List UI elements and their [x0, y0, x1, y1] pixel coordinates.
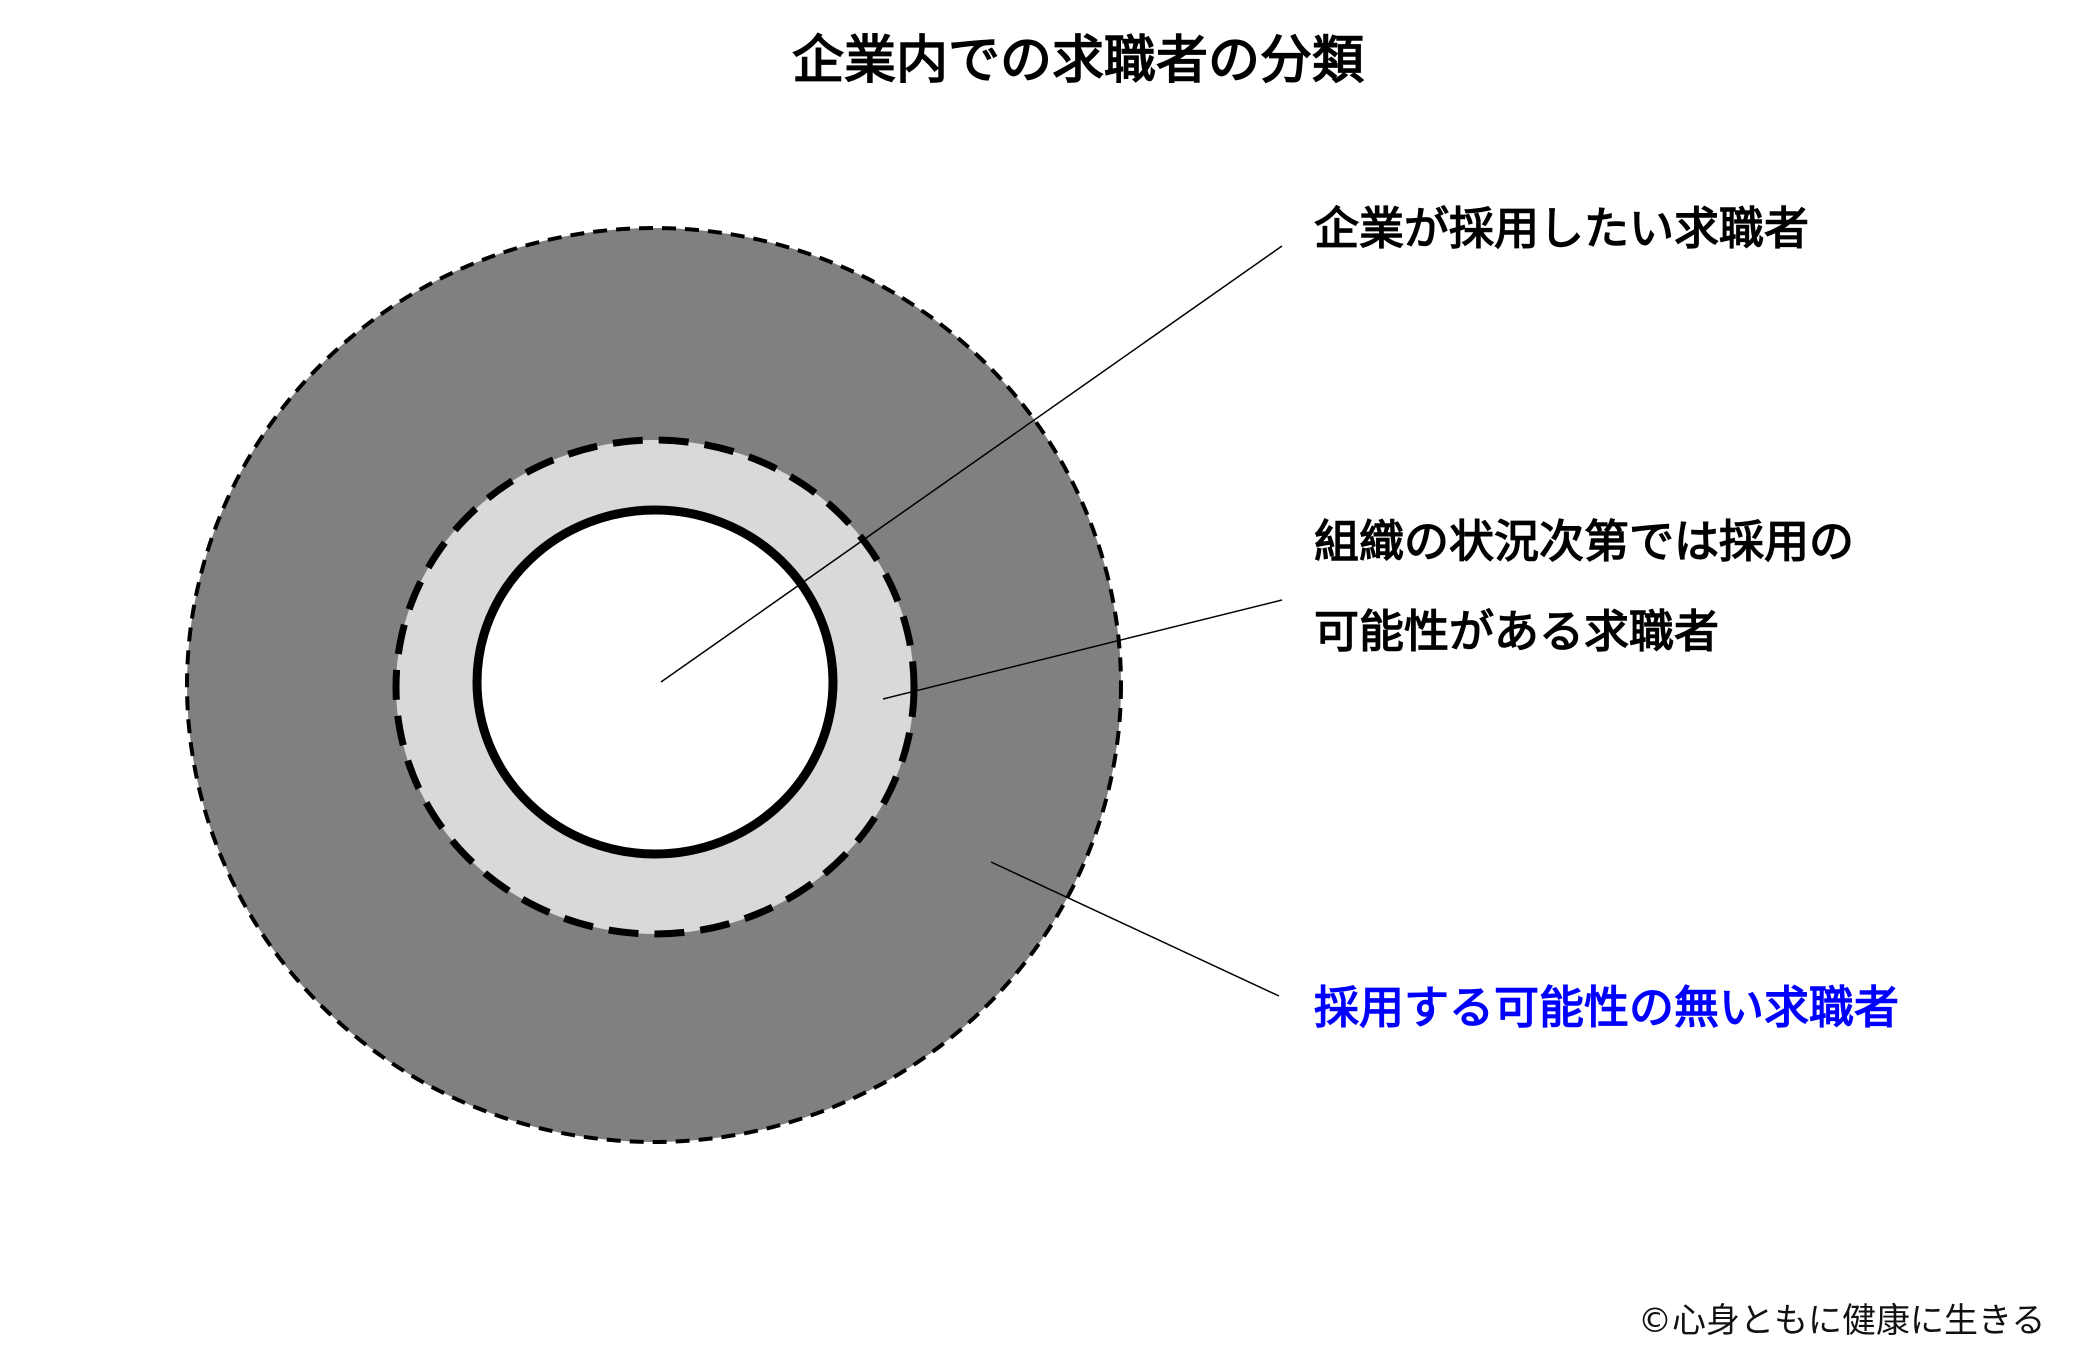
inner-circle-wanted	[472, 505, 838, 859]
leader-line-outer	[990, 861, 1280, 997]
label-inner: 企業が採用したい求職者	[1314, 202, 1809, 255]
leader-line-middle	[882, 599, 1283, 700]
label-middle-line1: 組織の状況次第では採用の	[1314, 515, 1854, 568]
label-outer: 採用する可能性の無い求職者	[1314, 981, 1899, 1034]
leader-line-inner	[660, 245, 1283, 683]
watermark: ©心身ともに健康に生きる	[1638, 1301, 2045, 1341]
label-middle-line2: 可能性がある求職者	[1314, 605, 1719, 658]
diagram-title: 企業内での求職者の分類	[792, 31, 1365, 91]
